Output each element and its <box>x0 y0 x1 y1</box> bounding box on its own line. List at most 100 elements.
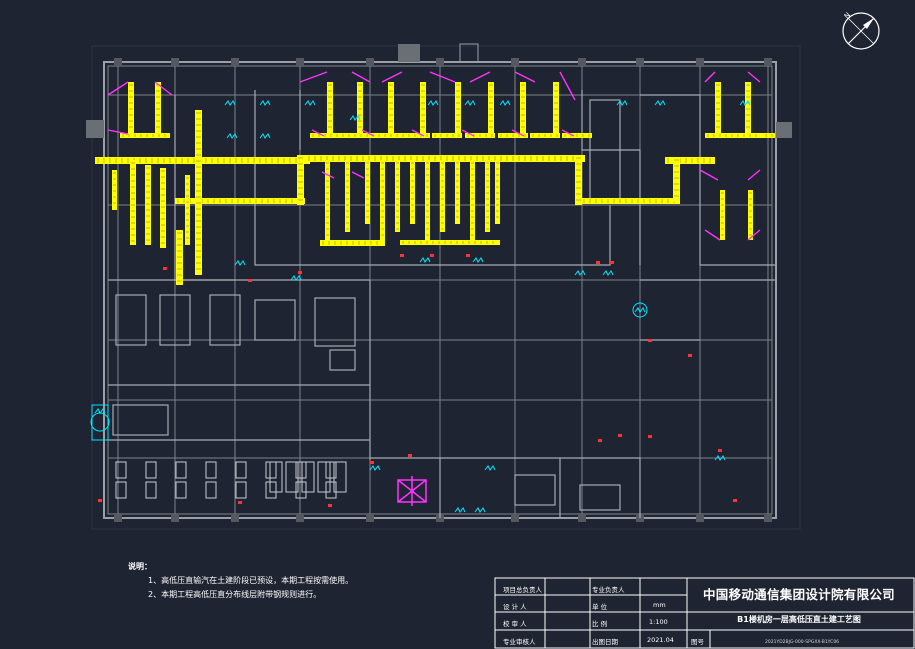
equipment-symbol <box>484 465 496 471</box>
notes-title: 说明： <box>128 562 152 571</box>
equipment-block <box>285 461 299 493</box>
company-name: 中国移动通信集团设计院有限公司 <box>702 587 895 602</box>
marker <box>98 499 102 502</box>
riser-line <box>351 71 371 83</box>
cable-tray <box>175 198 305 204</box>
riser-line <box>704 229 721 241</box>
cable-tray <box>120 133 170 138</box>
equipment-symbol <box>499 100 511 106</box>
title-block: 项目总负责人 专业负责人 设 计 人 单 位 mm 校 审 人 比 例 1:10… <box>495 578 915 649</box>
column <box>366 514 374 522</box>
cable-tray <box>400 240 500 245</box>
equipment-symbol <box>290 275 302 281</box>
equipment-symbol <box>304 100 316 106</box>
stair-block <box>398 44 420 62</box>
riser-line <box>511 129 525 137</box>
cable-tray <box>705 133 763 138</box>
riser-line <box>299 71 328 83</box>
drawing-code: 2021YD2BJG-000-SPGXX-B1YC06 <box>765 640 840 645</box>
stair-block <box>776 122 792 138</box>
column <box>114 514 122 522</box>
column <box>296 514 304 522</box>
marker <box>648 435 652 438</box>
tb-label: 校 审 人 <box>503 620 527 628</box>
cable-tray <box>745 82 751 134</box>
drawing-title: B1楼机房一层高低压直土建工艺图 <box>737 615 861 624</box>
equipment-block <box>235 461 247 479</box>
tb-label: 单 位 <box>592 603 608 611</box>
riser-line <box>704 71 716 83</box>
riser-line <box>321 171 335 179</box>
drawing-frame <box>91 45 801 530</box>
cable-tray <box>485 160 490 232</box>
marker <box>408 454 412 457</box>
riser-connections <box>107 71 761 241</box>
equipment-symbol <box>654 100 666 106</box>
marker <box>618 434 622 437</box>
cable-tray <box>95 157 310 164</box>
cable-tray <box>345 160 350 232</box>
equipment-block <box>205 461 217 479</box>
equipment-block <box>145 461 157 479</box>
equipment-block <box>295 481 307 499</box>
room-partitions <box>108 90 775 518</box>
column <box>511 514 519 522</box>
marker <box>370 461 374 464</box>
tb-label: 项目总负责人 <box>503 586 542 594</box>
tb-label: 图号 <box>691 638 704 646</box>
equipment-block <box>317 461 331 493</box>
riser-line <box>747 229 761 241</box>
cable-tray <box>320 240 385 246</box>
column <box>231 514 239 522</box>
equipment-block <box>301 461 315 493</box>
column <box>296 58 304 66</box>
cable-tray <box>128 82 134 134</box>
equipment-block <box>269 461 283 493</box>
marker <box>328 504 332 507</box>
cable-tray <box>488 82 494 134</box>
marker <box>610 261 614 264</box>
marker <box>163 267 167 270</box>
marker <box>298 271 302 274</box>
cable-tray <box>325 160 330 240</box>
marker <box>598 439 602 442</box>
riser-line <box>154 81 173 96</box>
riser-line <box>561 129 575 137</box>
riser-line <box>699 169 719 181</box>
column <box>696 514 704 522</box>
cable-tray <box>440 160 445 232</box>
equipment-symbol <box>634 307 646 313</box>
cable-tray <box>520 82 526 134</box>
equipment-symbol <box>369 465 381 471</box>
cable-tray <box>553 82 559 134</box>
tb-value: 2021.04 <box>647 636 674 644</box>
column <box>171 514 179 522</box>
equipment-block <box>205 481 217 499</box>
cable-tray <box>575 198 680 204</box>
equipment-symbol <box>602 270 614 276</box>
equipment-block <box>325 461 337 479</box>
column <box>511 58 519 66</box>
riser-line <box>107 129 129 135</box>
cable-tray <box>195 110 202 275</box>
column <box>171 58 179 66</box>
equipment-symbol <box>90 412 110 432</box>
note-item: 2、本期工程高低压直分布线层附带钢规则进行。 <box>148 590 322 599</box>
equipment-block <box>145 481 157 499</box>
equipment-block <box>325 481 337 499</box>
cable-tray <box>425 160 430 240</box>
cable-tray <box>357 82 363 134</box>
equipment-block <box>265 481 277 499</box>
equipment-symbol <box>427 100 439 106</box>
marker <box>718 449 722 452</box>
cable-tray <box>380 160 385 240</box>
equipment-symbol <box>574 270 586 276</box>
marker <box>466 254 470 257</box>
marker <box>248 279 252 282</box>
marker <box>596 261 600 264</box>
riser-line <box>461 129 475 137</box>
equipment-symbol <box>474 507 486 513</box>
cable-tray <box>455 82 461 134</box>
equipment-block <box>115 461 127 479</box>
